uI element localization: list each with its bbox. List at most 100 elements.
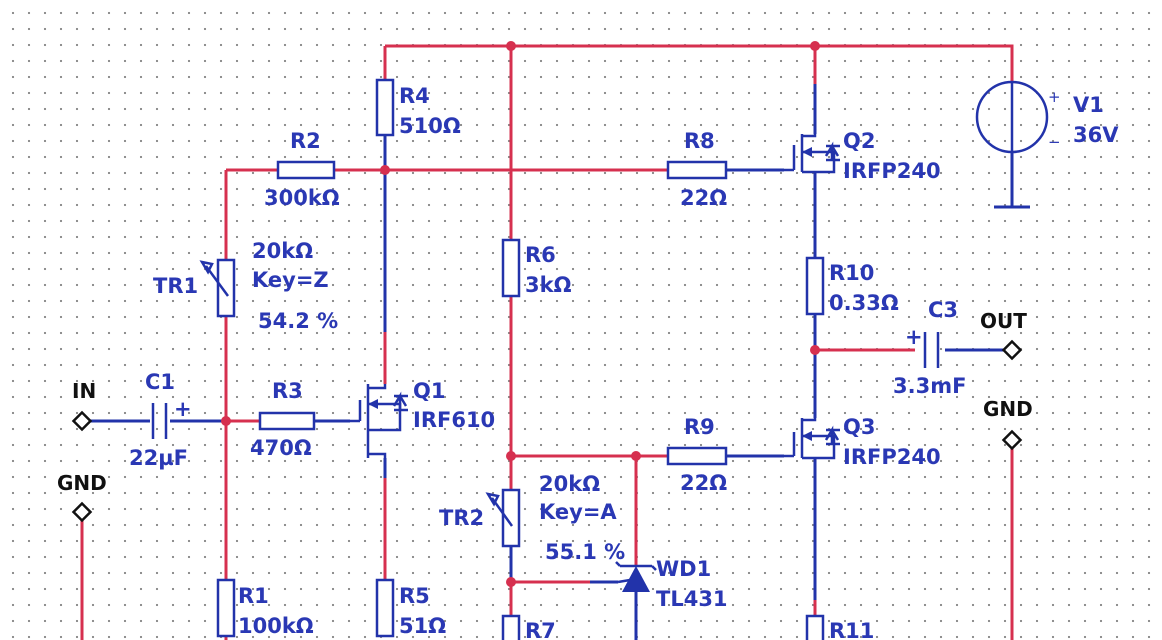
wiring [80, 44, 1014, 640]
r10-value-label: 0.33Ω [829, 291, 899, 315]
wd1-part-label: TL431 [656, 587, 728, 611]
q2-drain-lead [802, 134, 817, 138]
resistor-r2[interactable] [276, 160, 336, 180]
c1-polarity-label: + [174, 397, 192, 421]
q1-ref-label: Q1 [413, 379, 445, 403]
gnd-right-port-label: GND [983, 397, 1033, 421]
c3-polarity-label: + [905, 325, 923, 349]
r9-value-label: 22Ω [680, 471, 727, 495]
r6-ref-label: R6 [525, 243, 556, 267]
capacitor-c3[interactable] [923, 332, 940, 368]
c3-ref-label: C3 [928, 298, 958, 322]
q3-body-diode-icon [824, 425, 840, 446]
resistors [216, 78, 825, 640]
resistor-r5[interactable] [375, 578, 395, 638]
v1-ref-label: V1 [1073, 93, 1104, 117]
resistor-r4[interactable] [375, 78, 395, 137]
v1-minus-label: − [1048, 133, 1061, 151]
r2-ref-label: R2 [290, 129, 321, 153]
q1-part-label: IRF610 [413, 408, 495, 432]
mosfet-q2[interactable] [784, 134, 840, 174]
v1-plus-label: + [1048, 88, 1061, 106]
gnd-right-terminal[interactable] [1001, 429, 1023, 451]
mosfet-q1[interactable] [350, 384, 408, 458]
junctions [221, 41, 820, 587]
q1-body-lead [368, 402, 402, 432]
in-port-label: IN [72, 379, 96, 403]
r5-ref-label: R5 [399, 584, 430, 608]
junction-dot [506, 41, 516, 51]
q3-arrow-icon [802, 431, 812, 441]
junction-dot [631, 451, 641, 461]
resistor-r6[interactable] [501, 238, 521, 298]
r9-ref-label: R9 [684, 415, 715, 439]
tr1-value-label: 20kΩ [252, 239, 313, 263]
out-port-label: OUT [980, 309, 1027, 333]
v1-value-label: 36V [1073, 123, 1119, 147]
resistor-r8[interactable] [666, 160, 728, 180]
junction-dot [810, 345, 820, 355]
gnd-left-terminal[interactable] [71, 501, 93, 523]
resistor-r11[interactable] [805, 614, 825, 640]
q3-ref-label: Q3 [843, 415, 875, 439]
resistor-r7[interactable] [501, 614, 521, 640]
trimmer-tr1-arrow-icon [199, 260, 214, 275]
r6-value-label: 3kΩ [525, 273, 572, 297]
trimmer-tr2[interactable] [485, 488, 521, 548]
junction-dot [380, 165, 390, 175]
shunt-regulator-wd1[interactable] [615, 561, 657, 592]
in-terminal[interactable] [71, 410, 93, 432]
wd1-cathode-bar [615, 561, 657, 571]
resistor-r1[interactable] [216, 578, 236, 638]
r8-ref-label: R8 [684, 129, 715, 153]
gnd-left-port-label: GND [57, 471, 107, 495]
junction-dot [506, 451, 516, 461]
q2-part-label: IRFP240 [843, 159, 941, 183]
r3-value-label: 470Ω [250, 436, 312, 460]
wd1-ref-lead [617, 578, 631, 584]
r7-ref-label: R7 [525, 619, 556, 640]
r3-ref-label: R3 [272, 379, 303, 403]
mosfet-q3[interactable] [784, 418, 840, 460]
resistor-r9[interactable] [666, 446, 728, 466]
trimmer-tr2-arrow-icon [485, 492, 500, 507]
r2-value-label: 300kΩ [264, 186, 340, 210]
r4-value-label: 510Ω [399, 114, 461, 138]
tr2-position-label: 55.1 % [545, 540, 625, 564]
r4-ref-label: R4 [399, 84, 430, 108]
tr2-value-label: 20kΩ [539, 472, 600, 496]
r8-value-label: 22Ω [680, 186, 727, 210]
junction-dot [506, 577, 516, 587]
q2-body-lead [802, 150, 836, 174]
capacitor-c1[interactable] [151, 403, 168, 439]
r1-ref-label: R1 [238, 584, 269, 608]
c1-value-label: 22µF [129, 446, 188, 470]
r5-value-label: 51Ω [399, 614, 446, 638]
junction-dot [810, 41, 820, 51]
trimmer-tr2-body [501, 488, 521, 548]
q3-body-lead [802, 434, 836, 460]
terminals [71, 339, 1023, 523]
q1-body-diode-icon [392, 391, 408, 412]
q3-part-label: IRFP240 [843, 445, 941, 469]
tr2-ref-label: TR2 [439, 506, 484, 530]
tr2-key-label: Key=A [539, 500, 617, 524]
voltage-source-v1[interactable] [975, 80, 1049, 209]
trimmer-tr1-body [216, 258, 236, 318]
q1-drain-lead [368, 384, 387, 390]
q1-arrow-icon [368, 399, 378, 409]
c3-value-label: 3.3mF [893, 374, 966, 398]
resistor-r3[interactable] [258, 411, 316, 431]
wd1-ref-label: WD1 [656, 557, 711, 581]
r11-ref-label: R11 [829, 619, 874, 640]
q3-drain-lead [802, 418, 817, 422]
q2-body-diode-icon [824, 141, 840, 162]
c1-ref-label: C1 [145, 370, 175, 394]
r1-value-label: 100kΩ [238, 614, 314, 638]
wd1-triangle-icon [622, 566, 650, 592]
trimmer-tr1[interactable] [199, 258, 236, 318]
tr1-key-label: Key=Z [252, 268, 329, 292]
resistor-r10[interactable] [805, 256, 825, 316]
out-terminal[interactable] [1001, 339, 1023, 361]
top-rail-wire [385, 44, 1014, 82]
